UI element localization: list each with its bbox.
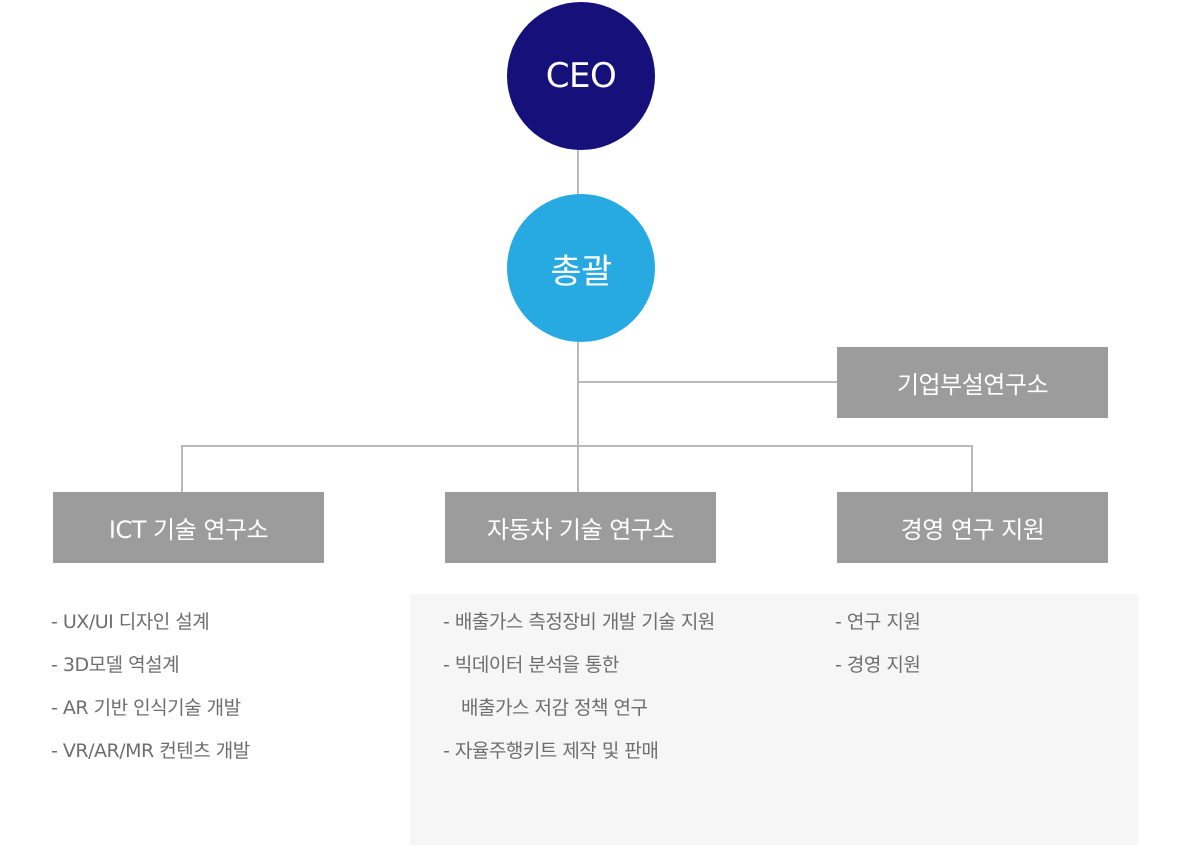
ict-lab-box: ICT 기술 연구소 [53, 492, 324, 563]
corporate-lab-box: 기업부설연구소 [837, 347, 1108, 418]
list-item: - AR 기반 인식기술 개발 [51, 697, 241, 719]
connector-horizontal-bar [181, 445, 973, 447]
ict-lab-items: - UX/UI 디자인 설계 - 3D모델 역설계 - AR 기반 인식기술 개… [51, 611, 250, 783]
connector-ceo-general [577, 148, 579, 198]
details-panel [410, 594, 1138, 845]
list-item: - VR/AR/MR 컨텐츠 개발 [51, 740, 250, 762]
auto-lab-items: - 배출가스 측정장비 개발 기술 지원 - 빅데이터 분석을 통한 배출가스 … [443, 611, 715, 783]
list-item: - 빅데이터 분석을 통한 [443, 654, 619, 676]
ceo-node: CEO [507, 2, 655, 150]
list-item: - 자율주행키트 제작 및 판매 [443, 740, 659, 762]
connector-left-drop [181, 445, 183, 492]
management-support-items: - 연구 지원 - 경영 지원 [835, 611, 921, 697]
connector-general-trunk [577, 340, 579, 492]
list-item: - 경영 지원 [835, 654, 921, 676]
list-item: 배출가스 저감 정책 연구 [461, 697, 648, 719]
list-item: - 연구 지원 [835, 611, 921, 633]
auto-lab-box: 자동차 기술 연구소 [445, 492, 716, 563]
connector-lab-branch [577, 381, 837, 383]
management-support-box: 경영 연구 지원 [837, 492, 1108, 563]
list-item: - 3D모델 역설계 [51, 654, 180, 676]
connector-right-drop [971, 445, 973, 492]
list-item: - 배출가스 측정장비 개발 기술 지원 [443, 611, 715, 633]
list-item: - UX/UI 디자인 설계 [51, 611, 210, 633]
general-node: 총괄 [507, 194, 655, 342]
